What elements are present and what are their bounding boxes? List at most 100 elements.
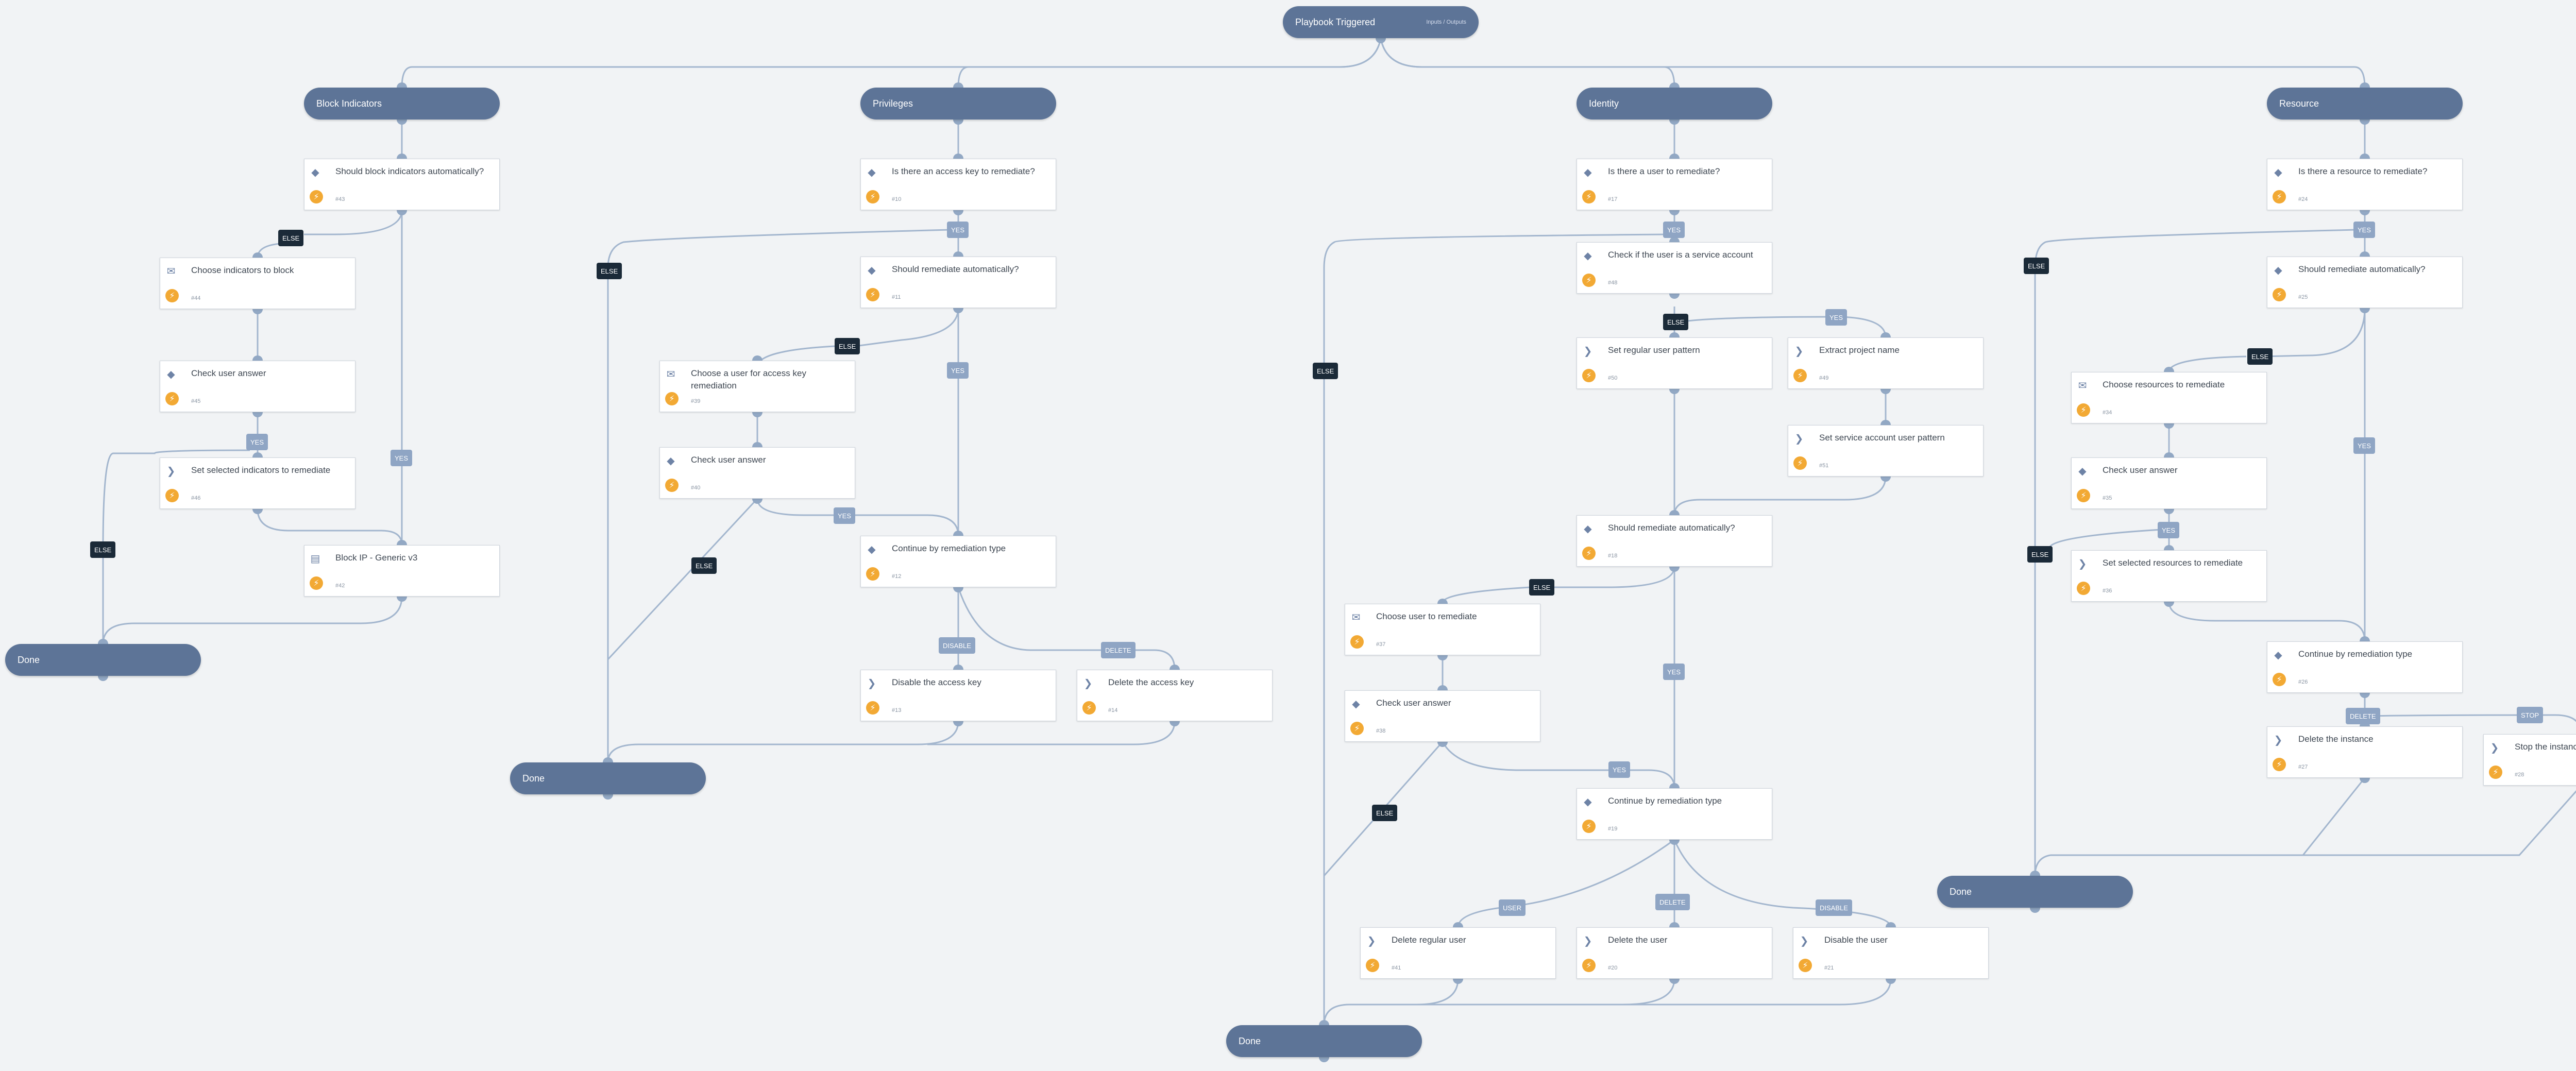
task-label: Check if the user is a service account [1608, 250, 1753, 260]
task-label: Check user answer [2103, 465, 2178, 475]
yes-badge[interactable]: YES [1663, 222, 1685, 238]
else-badge[interactable]: ELSE [835, 338, 860, 354]
task-t42[interactable]: ▤Block IP - Generic v3⚡#42 [304, 545, 500, 597]
task-t18[interactable]: ◆Should remediate automatically?⚡#18 [1577, 515, 1772, 567]
task-id: #28 [2515, 772, 2524, 778]
diamond-icon: ◆ [868, 543, 876, 555]
task-id: #51 [1819, 463, 1829, 469]
task-t13[interactable]: ❯Disable the access key⚡#13 [860, 670, 1056, 721]
task-t48[interactable]: ◆Check if the user is a service account⚡… [1577, 242, 1772, 294]
task-t49[interactable]: ❯Extract project name⚡#49 [1788, 337, 1984, 389]
yes-badge[interactable]: YES [1608, 761, 1631, 778]
else-badge[interactable]: ELSE [2024, 258, 2049, 274]
task-t24[interactable]: ◆Is there a resource to remediate?⚡#24 [2267, 159, 2463, 210]
task-id: #24 [2298, 196, 2308, 202]
task-t46[interactable]: ❯Set selected indicators to remediate⚡#4… [160, 457, 355, 509]
task-t39[interactable]: ✉Choose a user for access key remediatio… [659, 361, 855, 412]
lightning-bolt-icon: ⚡ [1082, 701, 1096, 715]
disable-badge[interactable]: DISABLE [1816, 899, 1852, 916]
yes-badge[interactable]: YES [1663, 664, 1685, 680]
else-badge[interactable]: ELSE [90, 541, 116, 558]
disable-badge[interactable]: DISABLE [939, 637, 975, 654]
task-t26[interactable]: ◆Continue by remediation type⚡#26 [2267, 641, 2463, 693]
task-label: Check user answer [191, 368, 266, 378]
else-badge[interactable]: ELSE [2247, 348, 2273, 365]
task-t11[interactable]: ◆Should remediate automatically?⚡#11 [860, 257, 1056, 308]
task-t17[interactable]: ◆Is there a user to remediate?⚡#17 [1577, 159, 1772, 210]
done-node-privileges[interactable]: Done [510, 762, 706, 794]
delete-badge[interactable]: DELETE [1655, 894, 1690, 910]
task-id: #21 [1824, 965, 1834, 971]
task-id: #11 [892, 294, 901, 300]
else-badge[interactable]: ELSE [597, 263, 622, 279]
task-t41[interactable]: ❯Delete regular user⚡#41 [1360, 927, 1556, 979]
section-resource[interactable]: Resource [2267, 88, 2463, 120]
task-label: Block IP - Generic v3 [335, 553, 418, 563]
task-t25[interactable]: ◆Should remediate automatically?⚡#25 [2267, 257, 2463, 308]
book-icon: ▤ [310, 553, 320, 565]
yes-badge[interactable]: YES [391, 450, 413, 466]
task-t43[interactable]: ◆Should block indicators automatically?⚡… [304, 159, 500, 210]
delete-badge[interactable]: DELETE [2346, 708, 2380, 724]
delete-badge[interactable]: DELETE [1101, 642, 1136, 658]
task-t12[interactable]: ◆Continue by remediation type⚡#12 [860, 536, 1056, 587]
task-t28[interactable]: ❯Stop the instance⚡#28 [2483, 734, 2576, 786]
task-t45[interactable]: ◆Check user answer⚡#45 [160, 361, 355, 412]
task-t21[interactable]: ❯Disable the user⚡#21 [1793, 927, 1989, 979]
else-badge[interactable]: ELSE [2027, 546, 2053, 563]
task-t50[interactable]: ❯Set regular user pattern⚡#50 [1577, 337, 1772, 389]
done-node-resource[interactable]: Done [1937, 876, 2133, 908]
chevron-right-icon: ❯ [1583, 935, 1592, 947]
yes-badge[interactable]: YES [2353, 437, 2376, 454]
task-t36[interactable]: ❯Set selected resources to remediate⚡#36 [2071, 550, 2267, 602]
stop-badge[interactable]: STOP [2517, 707, 2544, 723]
task-label: Choose a user for access key remediation [691, 368, 806, 390]
inputs-outputs-link[interactable]: Inputs / Outputs [1426, 19, 1466, 25]
task-t27[interactable]: ❯Delete the instance⚡#27 [2267, 726, 2463, 778]
section-identity[interactable]: Identity [1577, 88, 1772, 120]
else-badge[interactable]: ELSE [278, 230, 304, 246]
task-t14[interactable]: ❯Delete the access key⚡#14 [1077, 670, 1273, 721]
task-t37[interactable]: ✉Choose user to remediate⚡#37 [1345, 604, 1540, 655]
else-badge[interactable]: ELSE [1529, 579, 1555, 596]
else-badge[interactable]: ELSE [1313, 363, 1338, 379]
task-id: #37 [1376, 641, 1386, 648]
yes-badge[interactable]: YES [2158, 522, 2180, 538]
task-t35[interactable]: ◆Check user answer⚡#35 [2071, 457, 2267, 509]
task-t51[interactable]: ❯Set service account user pattern⚡#51 [1788, 425, 1984, 477]
else-badge[interactable]: ELSE [691, 557, 717, 574]
task-t19[interactable]: ◆Continue by remediation type⚡#19 [1577, 788, 1772, 840]
diamond-icon: ◆ [2274, 649, 2282, 661]
done-node-block-indicators[interactable]: Done [5, 644, 201, 676]
lightning-bolt-icon: ⚡ [310, 576, 323, 590]
playbook-triggered-node[interactable]: Playbook Triggered Inputs / Outputs [1283, 6, 1479, 38]
task-t20[interactable]: ❯Delete the user⚡#20 [1577, 927, 1772, 979]
task-label: Should remediate automatically? [892, 264, 1019, 274]
lightning-bolt-icon: ⚡ [665, 392, 679, 405]
yes-badge[interactable]: YES [246, 434, 268, 450]
diamond-icon: ◆ [167, 368, 175, 380]
done-node-identity[interactable]: Done [1226, 1025, 1422, 1057]
task-t44[interactable]: ✉Choose indicators to block⚡#44 [160, 258, 355, 309]
section-privileges[interactable]: Privileges [860, 88, 1056, 120]
lightning-bolt-icon: ⚡ [866, 567, 879, 581]
task-t40[interactable]: ◆Check user answer⚡#40 [659, 447, 855, 499]
done-label: Done [1239, 1035, 1261, 1046]
yes-badge[interactable]: YES [947, 222, 969, 238]
lightning-bolt-icon: ⚡ [866, 288, 879, 301]
task-t38[interactable]: ◆Check user answer⚡#38 [1345, 690, 1540, 742]
task-id: #40 [691, 485, 701, 491]
else-badge[interactable]: ELSE [1372, 805, 1398, 821]
user-badge[interactable]: USER [1499, 899, 1526, 916]
task-t34[interactable]: ✉Choose resources to remediate⚡#34 [2071, 372, 2267, 423]
yes-badge[interactable]: YES [947, 362, 969, 379]
lightning-bolt-icon: ⚡ [165, 392, 179, 405]
task-t10[interactable]: ◆Is there an access key to remediate?⚡#1… [860, 159, 1056, 210]
yes-badge[interactable]: YES [834, 507, 856, 524]
yes-badge[interactable]: YES [1825, 309, 1848, 326]
else-badge[interactable]: ELSE [1663, 314, 1689, 330]
section-block-indicators[interactable]: Block Indicators [304, 88, 500, 120]
lightning-bolt-icon: ⚡ [1582, 190, 1596, 203]
task-label: Delete the instance [2298, 734, 2374, 744]
yes-badge[interactable]: YES [2353, 222, 2376, 238]
